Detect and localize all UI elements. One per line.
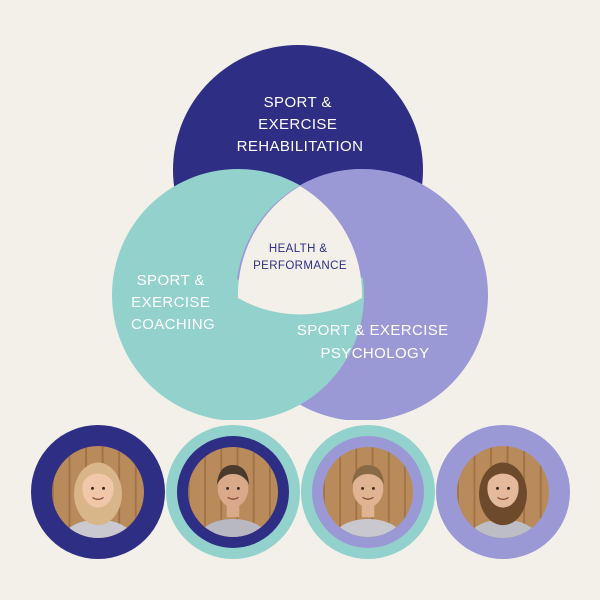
team-member-4-photo: [457, 446, 549, 538]
center-region: [237, 186, 363, 315]
person-photo-icon: [188, 447, 278, 537]
team-member-2-photo: [188, 447, 278, 537]
center-label: HEALTH & PERFORMANCE: [253, 243, 347, 272]
venn-diagram: SPORT & EXERCISE REHABILITATION SPORT & …: [112, 45, 488, 420]
team-member-3-photo: [323, 447, 413, 537]
person-photo-icon: [323, 447, 413, 537]
rehabilitation-label: SPORT & EXERCISE REHABILITATION: [237, 94, 364, 155]
team-member-2-portrait: [166, 425, 300, 559]
team-member-1-photo: [52, 446, 144, 538]
team-member-4-portrait: [436, 425, 570, 559]
team-portraits: [0, 420, 600, 600]
coaching-label: SPORT & EXERCISE COACHING: [131, 272, 215, 333]
team-member-1-portrait: [31, 425, 165, 559]
psychology-label: SPORT & EXERCISE PSYCHOLOGY: [297, 322, 453, 362]
person-photo-icon: [457, 446, 549, 538]
person-photo-icon: [52, 446, 144, 538]
team-member-3-portrait: [301, 425, 435, 559]
